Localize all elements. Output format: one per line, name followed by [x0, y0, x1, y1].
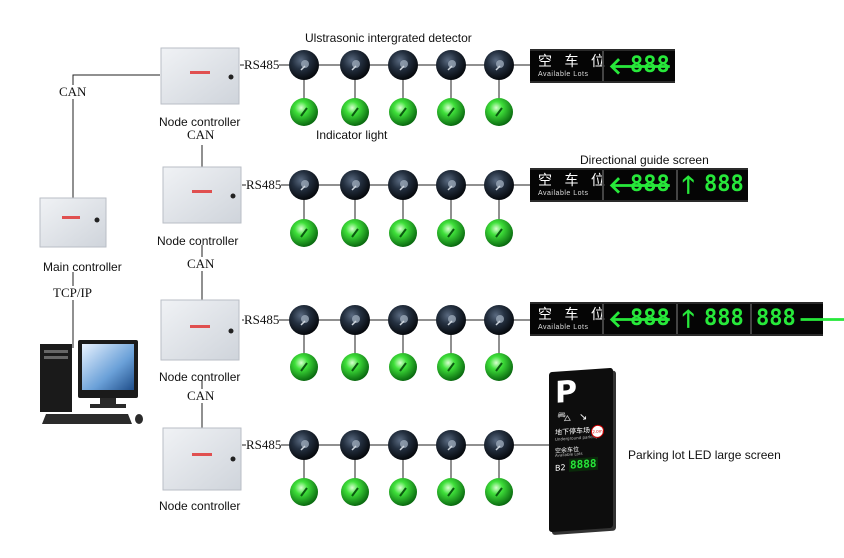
sign-title-cn: 空 车 位: [538, 173, 609, 189]
sign-title-en: Available Lots: [538, 190, 589, 197]
right-arrow-icon: 🡒: [798, 305, 844, 333]
rs485-label-4: RS485: [246, 437, 282, 452]
node-controller-box-3: [160, 299, 240, 361]
can-label-main: CAN: [59, 84, 87, 99]
up-arrow-icon: 🡑: [682, 305, 695, 333]
rs485-label-2: RS485: [246, 177, 282, 192]
node-controller-box-1: [160, 47, 240, 105]
sign-title-cn: 空 车 位: [538, 54, 609, 70]
detector-title: Ulstrasonic intergrated detector: [305, 31, 472, 45]
node-controller-label-3: Node controller: [159, 370, 241, 384]
can-label-1: CAN: [187, 127, 215, 142]
rs485-label-3: RS485: [244, 312, 280, 327]
guide-sign-3: 空 车 位 Available Lots 🡐 888 🡑 888 888 🡒: [530, 302, 844, 336]
big-screen-digits: 8888: [569, 456, 598, 472]
can-label-2: CAN: [187, 256, 215, 271]
main-controller-box: [39, 197, 107, 248]
tcpip-label: TCP/IP: [53, 285, 93, 300]
left-arrow-icon: 🡐: [608, 52, 673, 80]
sign-title-cn: 空 车 位: [538, 307, 609, 323]
node-controller-box-2: [162, 166, 242, 224]
car-icon: ⛍: [557, 408, 572, 426]
rs485-label-1: RS485: [244, 57, 280, 72]
parking-lot-led-screen: P ⛍ ↘ 地下停车场 Underground parking 2.0m 空余车…: [549, 367, 613, 533]
parking-p-logo: P: [555, 374, 577, 411]
sign-count: 888: [756, 306, 796, 331]
main-controller-label: Main controller: [43, 260, 122, 274]
large-screen-label: Parking lot LED large screen: [628, 448, 781, 462]
guide-sign-1: 空 车 位 Available Lots 🡐 888: [530, 49, 675, 83]
node-controller-label-1: Node controller: [159, 115, 241, 129]
sign-count: 888: [630, 306, 670, 331]
sign-title-en: Available Lots: [538, 71, 589, 78]
can-label-3: CAN: [187, 388, 215, 403]
sign-count: 888: [704, 306, 744, 331]
big-screen-level: B2: [555, 463, 566, 473]
sign-count: 888: [630, 53, 670, 78]
node-controller-box-4: [162, 427, 242, 491]
left-arrow-icon: 🡐: [608, 305, 673, 333]
up-arrow-icon: 🡑: [682, 171, 695, 199]
pc-computer-icon: [40, 340, 143, 424]
guide-sign-2: 空 车 位 Available Lots 🡐 888 🡑 888: [530, 168, 748, 202]
indicator-light-label: Indicator light: [316, 128, 388, 142]
height-limit-badge: 2.0m: [591, 424, 604, 439]
guide-screen-label: Directional guide screen: [580, 153, 709, 167]
sign-count: 888: [630, 172, 670, 197]
left-arrow-icon: 🡐: [608, 171, 673, 199]
node-controller-label-2: Node controller: [157, 234, 239, 248]
sign-title-en: Available Lots: [538, 324, 589, 331]
big-screen-en-lots: Available Lots: [555, 450, 583, 458]
node-controller-label-4: Node controller: [159, 499, 241, 513]
sign-count: 888: [704, 172, 744, 197]
detector-grid: [289, 50, 514, 506]
turn-arrow-icon: ↘: [579, 411, 588, 424]
